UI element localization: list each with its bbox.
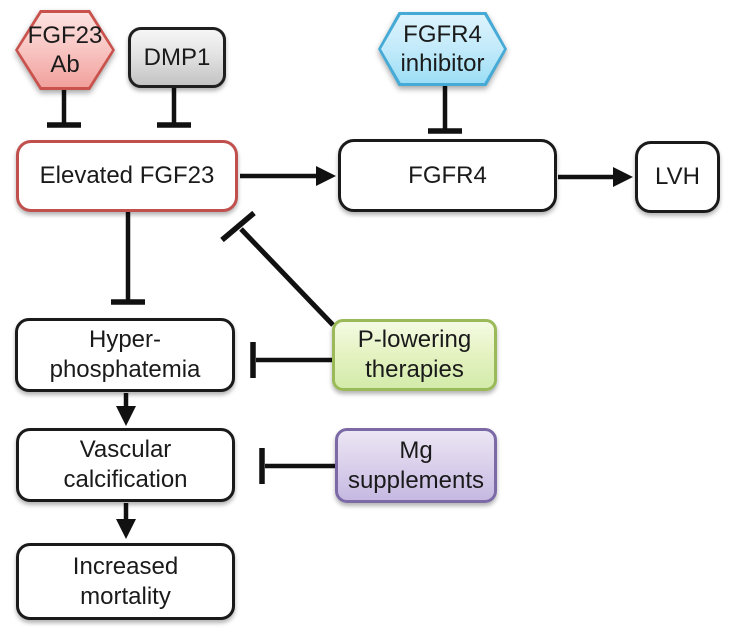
edge-elevated-fgf23-inhibits-hyperphosphatemia — [111, 212, 145, 305]
edge-fgf23ab-inhibits-elevated-fgf23 — [47, 88, 81, 128]
node-label: calcification — [63, 466, 188, 493]
edge-hyperphosphatemia-activates-vascular-calcification — [116, 393, 136, 426]
node-label: inhibitor — [400, 50, 485, 77]
node-label: FGFR4 — [403, 21, 482, 48]
node-label: Hyper- — [88, 326, 161, 353]
node-label: supplements — [347, 466, 485, 494]
node-fgfr4: FGFR4 — [338, 139, 557, 212]
edge-vascular-calcification-activates-increased-mortality — [116, 503, 136, 539]
node-lvh: LVH — [635, 141, 720, 213]
node-label: Increased — [72, 552, 179, 580]
node-fgfr4-inhibitor: FGFR4 inhibitor — [378, 12, 507, 86]
edge-mg-supplements-inhibits-vascular-calcification — [259, 448, 336, 484]
node-label: therapies — [365, 356, 464, 383]
node-label: Mg — [399, 436, 433, 464]
node-label: P-lowering — [357, 326, 472, 353]
node-dmp1: DMP1 — [128, 27, 226, 88]
edge-p-lowering-inhibits-elevated-fgf23 — [220, 210, 335, 327]
edge-fgfr4-inhibitor-inhibits-fgfr4 — [428, 85, 462, 134]
node-label: FGF23 — [27, 22, 103, 49]
node-elevated-fgf23: Elevated FGF23 — [16, 140, 238, 212]
node-label: FGFR4 — [408, 161, 487, 189]
node-label: Elevated FGF23 — [39, 162, 215, 189]
node-p-lowering-therapies: P-lowering therapies — [332, 319, 497, 391]
node-label: Vascular — [79, 436, 172, 463]
node-label: Ab — [50, 51, 80, 78]
edge-p-lowering-inhibits-hyperphosphatemia — [250, 342, 333, 378]
edge-elevated-fgf23-activates-fgfr4 — [240, 166, 336, 186]
node-label: DMP1 — [143, 43, 211, 71]
node-vascular-calcification: Vascular calcification — [16, 428, 235, 502]
node-hyperphosphatemia: Hyper- phosphatemia — [15, 318, 235, 392]
node-mg-supplements: Mg supplements — [335, 428, 497, 503]
edge-dmp1-inhibits-elevated-fgf23 — [157, 87, 191, 128]
node-fgf23-ab: FGF23 Ab — [15, 10, 115, 90]
node-label: phosphatemia — [49, 356, 201, 383]
node-increased-mortality: Increased mortality — [16, 543, 235, 620]
node-label: mortality — [80, 582, 171, 610]
node-label: LVH — [655, 163, 700, 190]
edge-fgfr4-activates-lvh — [558, 167, 633, 187]
